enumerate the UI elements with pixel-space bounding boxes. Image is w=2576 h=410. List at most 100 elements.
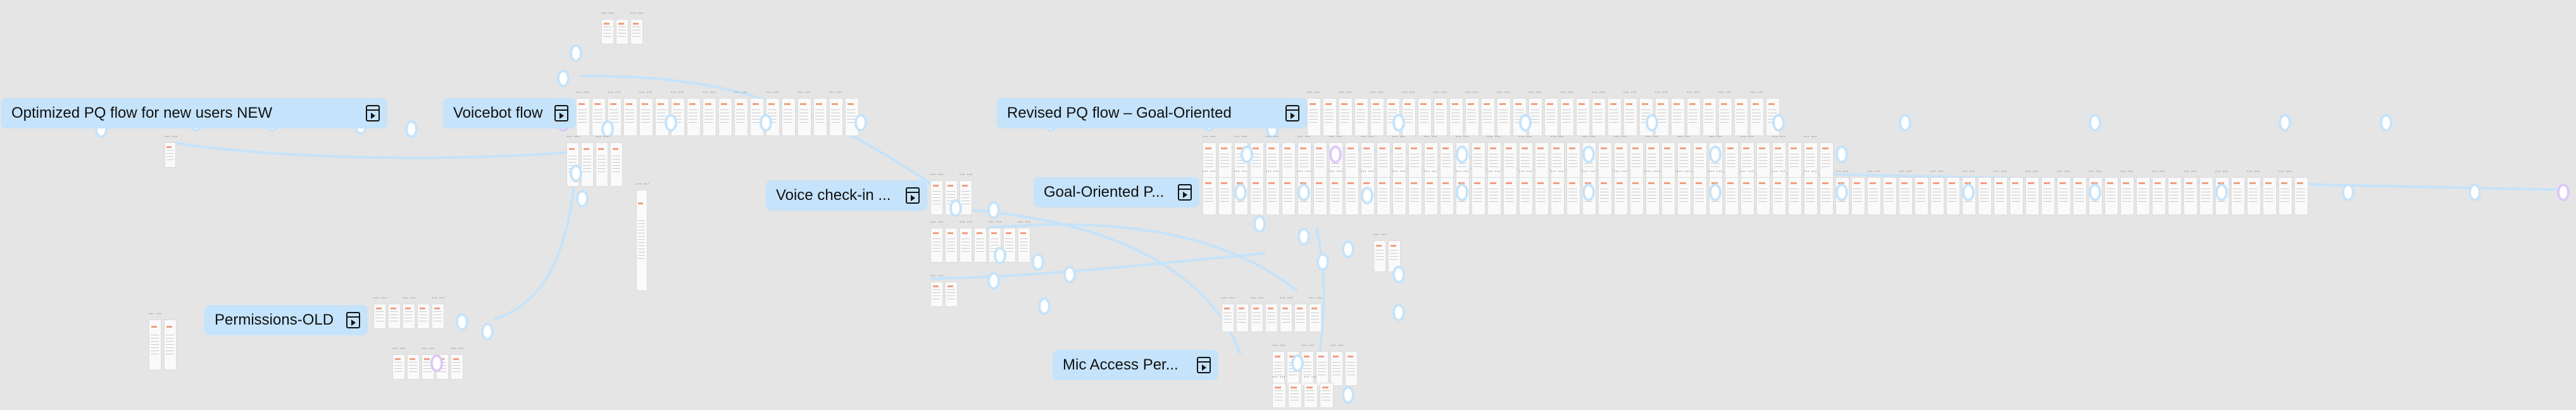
screen-frame[interactable] bbox=[1487, 177, 1501, 215]
screen-frame[interactable] bbox=[960, 228, 972, 263]
screen-frame[interactable] bbox=[2199, 177, 2213, 215]
screen-frame[interactable] bbox=[2279, 177, 2292, 215]
screen-frame[interactable] bbox=[2041, 177, 2055, 215]
screen-frame[interactable] bbox=[1592, 98, 1606, 136]
screen-frame[interactable] bbox=[1646, 177, 1660, 215]
screen-frame[interactable] bbox=[388, 304, 401, 329]
screen-frame[interactable] bbox=[1392, 142, 1406, 180]
screen-frame[interactable] bbox=[734, 98, 748, 136]
screen-frame[interactable] bbox=[1703, 98, 1716, 136]
screen-frame[interactable] bbox=[2136, 177, 2150, 215]
screen-frame[interactable] bbox=[2057, 177, 2071, 215]
connection-node[interactable] bbox=[557, 70, 570, 87]
connection-node[interactable] bbox=[2557, 183, 2570, 201]
connection-node[interactable] bbox=[1835, 183, 1848, 201]
screen-frame[interactable] bbox=[1250, 177, 1264, 215]
screen-frame[interactable] bbox=[451, 354, 463, 380]
screen-frame[interactable] bbox=[2120, 177, 2134, 215]
screen-frame[interactable] bbox=[1323, 98, 1337, 136]
screen-frame[interactable] bbox=[1756, 142, 1770, 180]
screen-frame[interactable] bbox=[1560, 98, 1574, 136]
screen-frame[interactable] bbox=[1804, 142, 1818, 180]
screen-frame[interactable] bbox=[1693, 177, 1707, 215]
connection-node[interactable] bbox=[2468, 183, 2481, 201]
flow-revised[interactable]: Revised PQ flow – Goal-Oriented bbox=[997, 98, 1307, 128]
screen-frame[interactable] bbox=[1820, 177, 1834, 215]
connection-node[interactable] bbox=[1835, 146, 1848, 163]
screen-frame[interactable] bbox=[1899, 177, 1913, 215]
connection-node[interactable] bbox=[1709, 183, 1722, 201]
screen-frame[interactable] bbox=[1623, 98, 1637, 136]
screen-frame[interactable] bbox=[1551, 142, 1565, 180]
screen-frame[interactable] bbox=[1297, 142, 1311, 180]
screen-frame[interactable] bbox=[1330, 351, 1343, 386]
screen-frame[interactable] bbox=[623, 98, 637, 136]
screen-frame[interactable] bbox=[1614, 142, 1628, 180]
screen-frame[interactable] bbox=[1472, 177, 1485, 215]
screen-frame[interactable] bbox=[639, 98, 653, 136]
screen-frame[interactable] bbox=[1614, 177, 1628, 215]
screen-frame[interactable] bbox=[1741, 142, 1754, 180]
connection-node[interactable] bbox=[1899, 114, 1911, 132]
connection-node[interactable] bbox=[994, 247, 1006, 264]
connection-node[interactable] bbox=[1456, 183, 1468, 201]
screen-frame[interactable] bbox=[1388, 240, 1401, 272]
flow-optimized[interactable]: Optimized PQ flow for new users NEW bbox=[1, 98, 387, 128]
connection-node[interactable] bbox=[987, 272, 1000, 290]
screen-frame[interactable] bbox=[1630, 177, 1644, 215]
screen-frame[interactable] bbox=[1535, 142, 1549, 180]
screen-frame[interactable] bbox=[1535, 177, 1549, 215]
screen-frame[interactable] bbox=[1630, 142, 1644, 180]
screen-frame[interactable] bbox=[2025, 177, 2039, 215]
connection-node[interactable] bbox=[1297, 183, 1310, 201]
screen-frame[interactable] bbox=[1402, 98, 1416, 136]
screen-frame[interactable] bbox=[2184, 177, 2198, 215]
prototype-play-icon[interactable] bbox=[366, 105, 380, 121]
screen-frame[interactable] bbox=[1265, 304, 1278, 332]
flow-permissions-old[interactable]: Permissions-OLD bbox=[204, 305, 368, 335]
connection-node[interactable] bbox=[1361, 187, 1373, 204]
screen-frame[interactable] bbox=[1566, 177, 1580, 215]
screen-frame[interactable] bbox=[2010, 177, 2023, 215]
screen-frame[interactable] bbox=[1946, 177, 1960, 215]
screen-frame[interactable] bbox=[1661, 177, 1675, 215]
connection-node[interactable] bbox=[2215, 183, 2228, 201]
screen-frame[interactable] bbox=[829, 98, 843, 136]
screen-frame[interactable] bbox=[1608, 98, 1622, 136]
screen-frame[interactable] bbox=[1750, 98, 1764, 136]
screen-frame[interactable] bbox=[1203, 177, 1216, 215]
screen-frame[interactable] bbox=[1804, 177, 1818, 215]
connection-node[interactable] bbox=[2089, 183, 2101, 201]
screen-frame[interactable] bbox=[1316, 351, 1329, 386]
screen-frame[interactable] bbox=[1503, 177, 1517, 215]
screen-frame[interactable] bbox=[1250, 142, 1264, 180]
screen-frame[interactable] bbox=[1377, 177, 1391, 215]
screen-frame[interactable] bbox=[1566, 142, 1580, 180]
screen-frame[interactable] bbox=[2168, 177, 2182, 215]
screen-frame[interactable] bbox=[1788, 142, 1802, 180]
connection-node[interactable] bbox=[1234, 183, 1247, 201]
connection-node[interactable] bbox=[2089, 114, 2101, 132]
screen-frame[interactable] bbox=[1408, 177, 1422, 215]
screen-frame[interactable] bbox=[1345, 142, 1359, 180]
connection-node[interactable] bbox=[1032, 253, 1044, 271]
connection-node[interactable] bbox=[1297, 228, 1310, 245]
screen-frame[interactable] bbox=[1772, 142, 1786, 180]
screen-frame[interactable] bbox=[930, 180, 943, 215]
screen-frame[interactable] bbox=[1018, 228, 1030, 263]
screen-frame[interactable] bbox=[2294, 177, 2308, 215]
flow-voicebot[interactable]: Voicebot flow bbox=[443, 98, 576, 128]
screen-frame[interactable] bbox=[1544, 98, 1558, 136]
screen-frame[interactable] bbox=[1218, 142, 1232, 180]
screen-frame[interactable] bbox=[1915, 177, 1929, 215]
connection-node[interactable] bbox=[1241, 146, 1253, 163]
connection-node[interactable] bbox=[1253, 215, 1266, 233]
screen-frame[interactable] bbox=[1320, 383, 1334, 408]
screen-frame[interactable] bbox=[930, 228, 943, 263]
flow-voice-checkin[interactable]: Voice check-in ... bbox=[766, 180, 927, 211]
screen-frame[interactable] bbox=[1339, 98, 1353, 136]
connection-node[interactable] bbox=[1456, 146, 1468, 163]
screen-frame[interactable] bbox=[1598, 177, 1612, 215]
connection-node[interactable] bbox=[987, 201, 1000, 219]
screen-frame[interactable] bbox=[1361, 142, 1375, 180]
